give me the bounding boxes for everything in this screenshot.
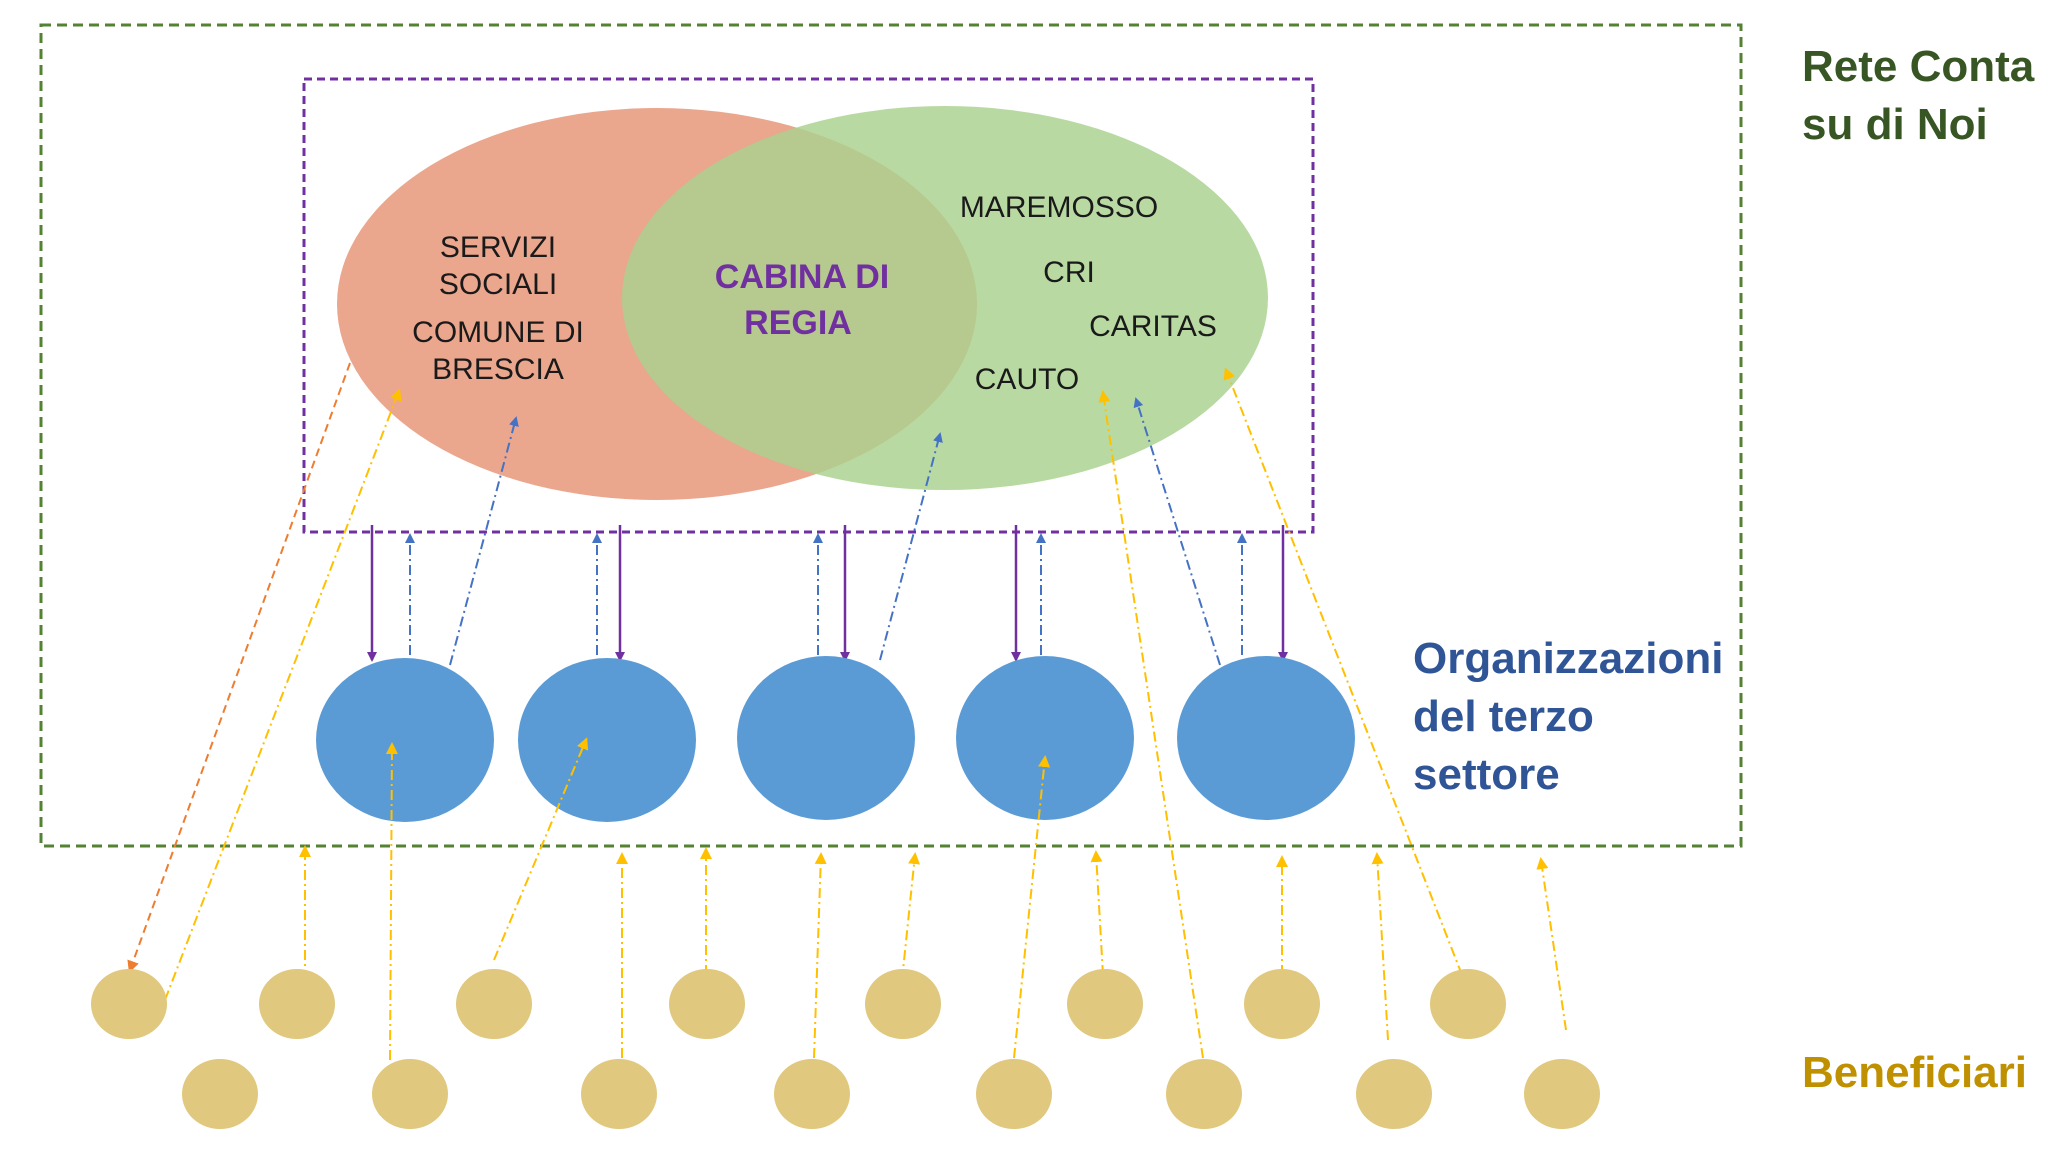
organizations-label-line-1: Organizzazioni	[1413, 634, 1724, 683]
beneficiary-node	[456, 969, 532, 1039]
beneficiary-node	[1430, 969, 1506, 1039]
beneficiary-node	[865, 969, 941, 1039]
organization-node	[518, 658, 696, 822]
services-label: SERVIZI SOCIALI COMUNE DI BRESCIA	[412, 231, 584, 386]
beneficiary-node	[1067, 969, 1143, 1039]
organizations-label-line-3: settore	[1413, 750, 1560, 799]
beneficiary-node	[1166, 1059, 1242, 1129]
organizations-label: Organizzazioni del terzo settore	[1413, 630, 1723, 804]
beneficiary-node	[182, 1059, 258, 1129]
rete-label-line-1: Rete Conta	[1802, 42, 2035, 91]
organization-node	[956, 656, 1134, 820]
organization-node	[316, 658, 494, 822]
organizations-row	[316, 656, 1355, 822]
services-line-3: COMUNE DI	[412, 316, 584, 349]
services-line-2: SOCIALI	[439, 268, 557, 301]
associations-label: MAREMOSSO CRI CARITAS CAUTO	[960, 191, 1217, 396]
rete-label-line-2: su di Noi	[1802, 100, 1988, 149]
beneficiaries-label: Beneficiari	[1802, 1044, 2027, 1102]
organization-arrows	[405, 397, 1247, 666]
beneficiary-arrows	[164, 367, 1567, 1061]
association-maremosso: MAREMOSSO	[960, 191, 1158, 224]
cabina-arrows	[367, 525, 1288, 662]
cabina-line-1: CABINA DI	[715, 258, 889, 296]
services-line-4: BRESCIA	[432, 353, 564, 386]
association-cauto: CAUTO	[975, 363, 1079, 396]
network-boundary	[39, 23, 1743, 848]
cabina-line-2: REGIA	[744, 304, 852, 342]
beneficiary-node	[581, 1059, 657, 1129]
beneficiary-node	[1524, 1059, 1600, 1129]
beneficiary-node	[1244, 969, 1320, 1039]
beneficiary-node	[91, 969, 167, 1039]
beneficiary-node	[774, 1059, 850, 1129]
beneficiaries-row	[91, 969, 1600, 1129]
organization-node	[1177, 656, 1355, 820]
rete-label: Rete Conta su di Noi	[1802, 38, 2034, 154]
organization-node	[737, 656, 915, 820]
services-line-1: SERVIZI	[440, 231, 556, 264]
overlap-region	[624, 127, 978, 477]
cabina-label: CABINA DI REGIA	[715, 258, 889, 342]
cabina-boundary	[302, 77, 1315, 534]
organizations-label-line-2: del terzo	[1413, 692, 1594, 741]
beneficiary-node	[669, 969, 745, 1039]
association-cri: CRI	[1043, 256, 1095, 289]
association-caritas: CARITAS	[1089, 310, 1217, 343]
beneficiary-node	[1356, 1059, 1432, 1129]
services-to-beneficiary-arrow	[127, 362, 351, 973]
beneficiaries-label-text: Beneficiari	[1802, 1048, 2027, 1097]
beneficiary-node	[372, 1059, 448, 1129]
beneficiary-node	[259, 969, 335, 1039]
beneficiary-node	[976, 1059, 1052, 1129]
